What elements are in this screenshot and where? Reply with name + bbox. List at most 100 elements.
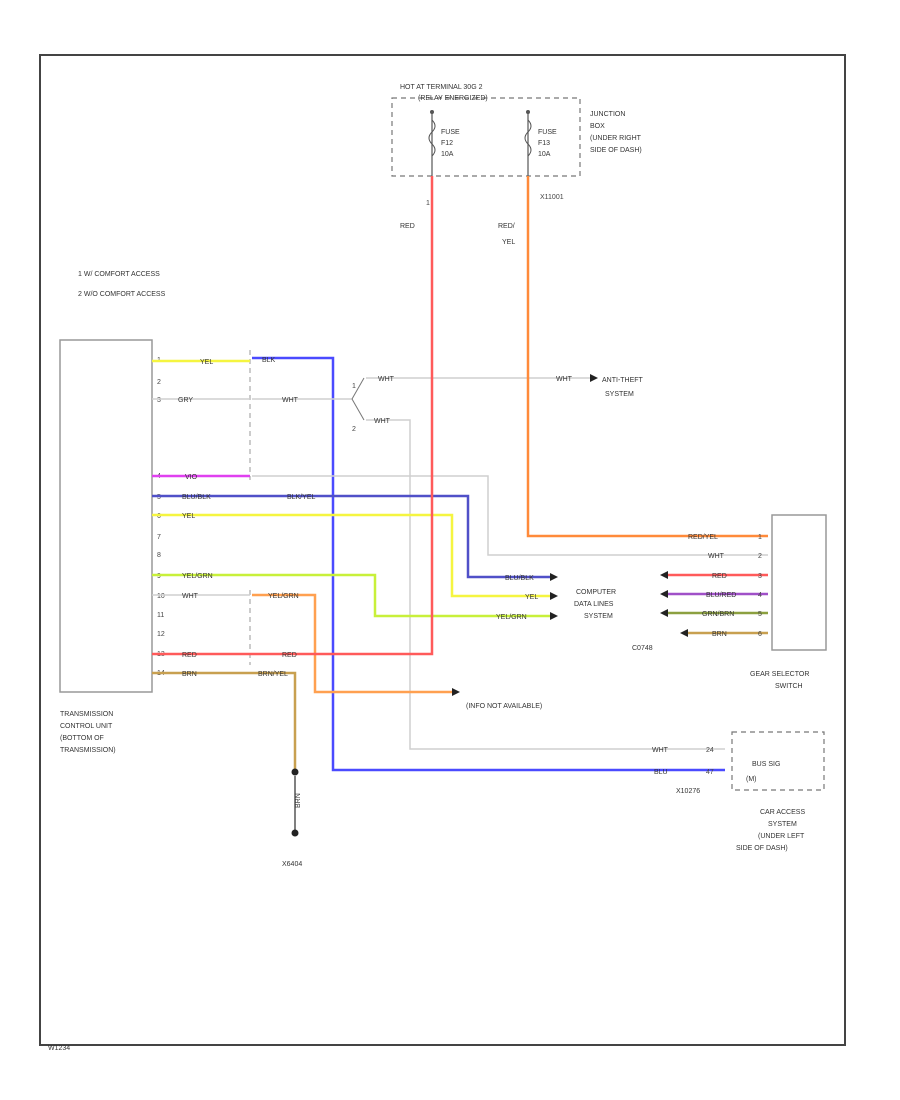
info-not-available: (INFO NOT AVAILABLE) — [466, 703, 542, 710]
wire-label-splice-wht-2: WHT — [374, 418, 391, 425]
svg-text:YEL: YEL — [525, 594, 538, 601]
wire-wht-car-access — [366, 419, 725, 750]
svg-text:1: 1 — [352, 383, 356, 390]
gear-wire-redyel: RED/YEL — [688, 534, 718, 541]
svg-text:F13: F13 — [538, 140, 550, 147]
svg-text:5: 5 — [157, 494, 161, 501]
svg-text:FUSE: FUSE — [538, 129, 557, 136]
wire-label-brn: BRN — [182, 671, 197, 678]
svg-text:X10276: X10276 — [676, 788, 700, 795]
cdl-connector: C0748 — [632, 645, 653, 652]
hot-label-line1: HOT AT TERMINAL 30G 2 — [400, 84, 483, 91]
junction-box-label: JUNCTION BOX (UNDER RIGHT SIDE OF DASH) — [590, 111, 642, 154]
svg-text:(M): (M) — [746, 776, 757, 783]
wire-label-mid-red: RED — [282, 652, 297, 659]
svg-text:CONTROL UNIT: CONTROL UNIT — [60, 723, 113, 730]
svg-text:2: 2 — [758, 553, 762, 560]
wire-label-wht-mid: WHT — [282, 397, 299, 404]
wire-label-mid-yelgrn: YEL/GRN — [268, 593, 299, 600]
svg-text:6: 6 — [157, 513, 161, 520]
hot-label-line2: (RELAY ENERGIZED) — [418, 95, 488, 102]
wire-label-vio: VIO — [185, 474, 198, 481]
svg-text:2 W/O COMFORT ACCESS: 2 W/O COMFORT ACCESS — [78, 291, 166, 298]
svg-text:COMPUTER: COMPUTER — [576, 589, 616, 596]
svg-text:10A: 10A — [441, 151, 454, 158]
svg-text:4: 4 — [758, 592, 762, 599]
wire-brn-tcu-14 — [152, 671, 297, 770]
footer-code: W1234 — [48, 1045, 70, 1052]
fuse-f12: FUSE F12 10A — [428, 110, 460, 176]
wire-yelgrn-tcu-9 — [152, 573, 550, 618]
svg-text:3: 3 — [157, 397, 161, 404]
svg-text:SYSTEM: SYSTEM — [605, 391, 634, 398]
svg-text:2: 2 — [157, 379, 161, 386]
svg-text:BLU/BLK: BLU/BLK — [505, 575, 534, 582]
svg-text:BRN: BRN — [295, 793, 302, 808]
svg-text:SYSTEM: SYSTEM — [584, 613, 613, 620]
wire-label-blublk: BLU/BLK — [182, 494, 211, 501]
gear-wire-wht: WHT — [708, 553, 725, 560]
svg-text:47: 47 — [706, 769, 714, 776]
wire-label-blk: BLK — [262, 357, 276, 364]
transmission-control-unit — [59, 339, 153, 693]
wire-label-blkyel: BLK/YEL — [287, 494, 316, 501]
wire-label-yel-6: YEL — [182, 513, 195, 520]
anti-theft-wire-label: WHT — [556, 376, 573, 383]
svg-text:X6404: X6404 — [282, 861, 302, 868]
svg-text:BOX: BOX — [590, 123, 605, 130]
svg-text:7: 7 — [157, 534, 161, 541]
junction-box-outline — [391, 97, 581, 177]
fuse-connector-right: X11001 — [540, 194, 564, 201]
svg-text:6: 6 — [758, 631, 762, 638]
svg-text:F12: F12 — [441, 140, 453, 147]
anti-theft-label: ANTI-THEFT SYSTEM — [602, 377, 644, 398]
wire-label-mid-brnyel: BRN/YEL — [258, 671, 288, 678]
svg-text:DATA LINES: DATA LINES — [574, 601, 614, 608]
svg-text:10A: 10A — [538, 151, 551, 158]
svg-text:24: 24 — [706, 747, 714, 754]
wire-label-redyel-fuse-2: YEL — [502, 239, 515, 246]
wire-label-gry: GRY — [178, 397, 193, 404]
cdl-right-arrows: RED BLU/RED GRN/BRN BRN — [660, 571, 736, 638]
svg-text:10: 10 — [157, 593, 165, 600]
tcu-label: TRANSMISSION CONTROL UNIT (BOTTOM OF TRA… — [60, 711, 116, 754]
svg-text:ANTI-THEFT: ANTI-THEFT — [602, 377, 644, 384]
car-access-label: CAR ACCESS SYSTEM (UNDER LEFT SIDE OF DA… — [736, 809, 805, 852]
svg-text:3: 3 — [758, 573, 762, 580]
svg-text:12: 12 — [157, 631, 165, 638]
svg-text:BLU/RED: BLU/RED — [706, 592, 736, 599]
tcu-pins: 1 2 3 4 5 6 7 8 9 10 11 12 13 14 — [157, 357, 165, 677]
svg-text:9: 9 — [157, 573, 161, 580]
wire-blu-car-access — [252, 356, 725, 772]
wire-label-red-13: RED — [182, 652, 197, 659]
svg-text:(UNDER LEFT: (UNDER LEFT — [758, 833, 805, 840]
svg-text:5: 5 — [758, 611, 762, 618]
svg-text:SYSTEM: SYSTEM — [768, 821, 797, 828]
wire-label-yel-1: YEL — [200, 359, 213, 366]
svg-text:1 W/ COMFORT ACCESS: 1 W/ COMFORT ACCESS — [78, 271, 160, 278]
svg-text:(BOTTOM OF: (BOTTOM OF — [60, 735, 104, 742]
svg-text:2: 2 — [352, 426, 356, 433]
wire-blublk-tcu-5 — [152, 494, 550, 579]
wire-label-yelgrn: YEL/GRN — [182, 573, 213, 580]
svg-text:WHT: WHT — [652, 747, 669, 754]
svg-text:JUNCTION: JUNCTION — [590, 111, 625, 118]
svg-text:CAR ACCESS: CAR ACCESS — [760, 809, 805, 816]
svg-text:YEL/GRN: YEL/GRN — [496, 614, 527, 621]
cdl-left-arrows: BLU/BLK YEL YEL/GRN — [496, 573, 558, 621]
svg-text:8: 8 — [157, 552, 161, 559]
svg-text:SWITCH: SWITCH — [775, 683, 803, 690]
wire-label-red-fuse: RED — [400, 223, 415, 230]
wire-label-wht-10: WHT — [182, 593, 199, 600]
svg-text:TRANSMISSION: TRANSMISSION — [60, 711, 113, 718]
svg-text:FUSE: FUSE — [441, 129, 460, 136]
svg-text:1: 1 — [758, 534, 762, 541]
svg-text:(UNDER RIGHT: (UNDER RIGHT — [590, 135, 642, 142]
gear-selector-pins: 1 2 3 4 5 6 — [758, 534, 762, 638]
wht-splice: 1 2 — [351, 377, 365, 433]
svg-text:TRANSMISSION): TRANSMISSION) — [60, 747, 116, 754]
car-access-internal: BUS SIG (M) WHT BLU 24 47 X10276 — [652, 747, 780, 795]
cdl-label: COMPUTER DATA LINES SYSTEM — [574, 589, 616, 620]
svg-text:BLU: BLU — [654, 769, 668, 776]
